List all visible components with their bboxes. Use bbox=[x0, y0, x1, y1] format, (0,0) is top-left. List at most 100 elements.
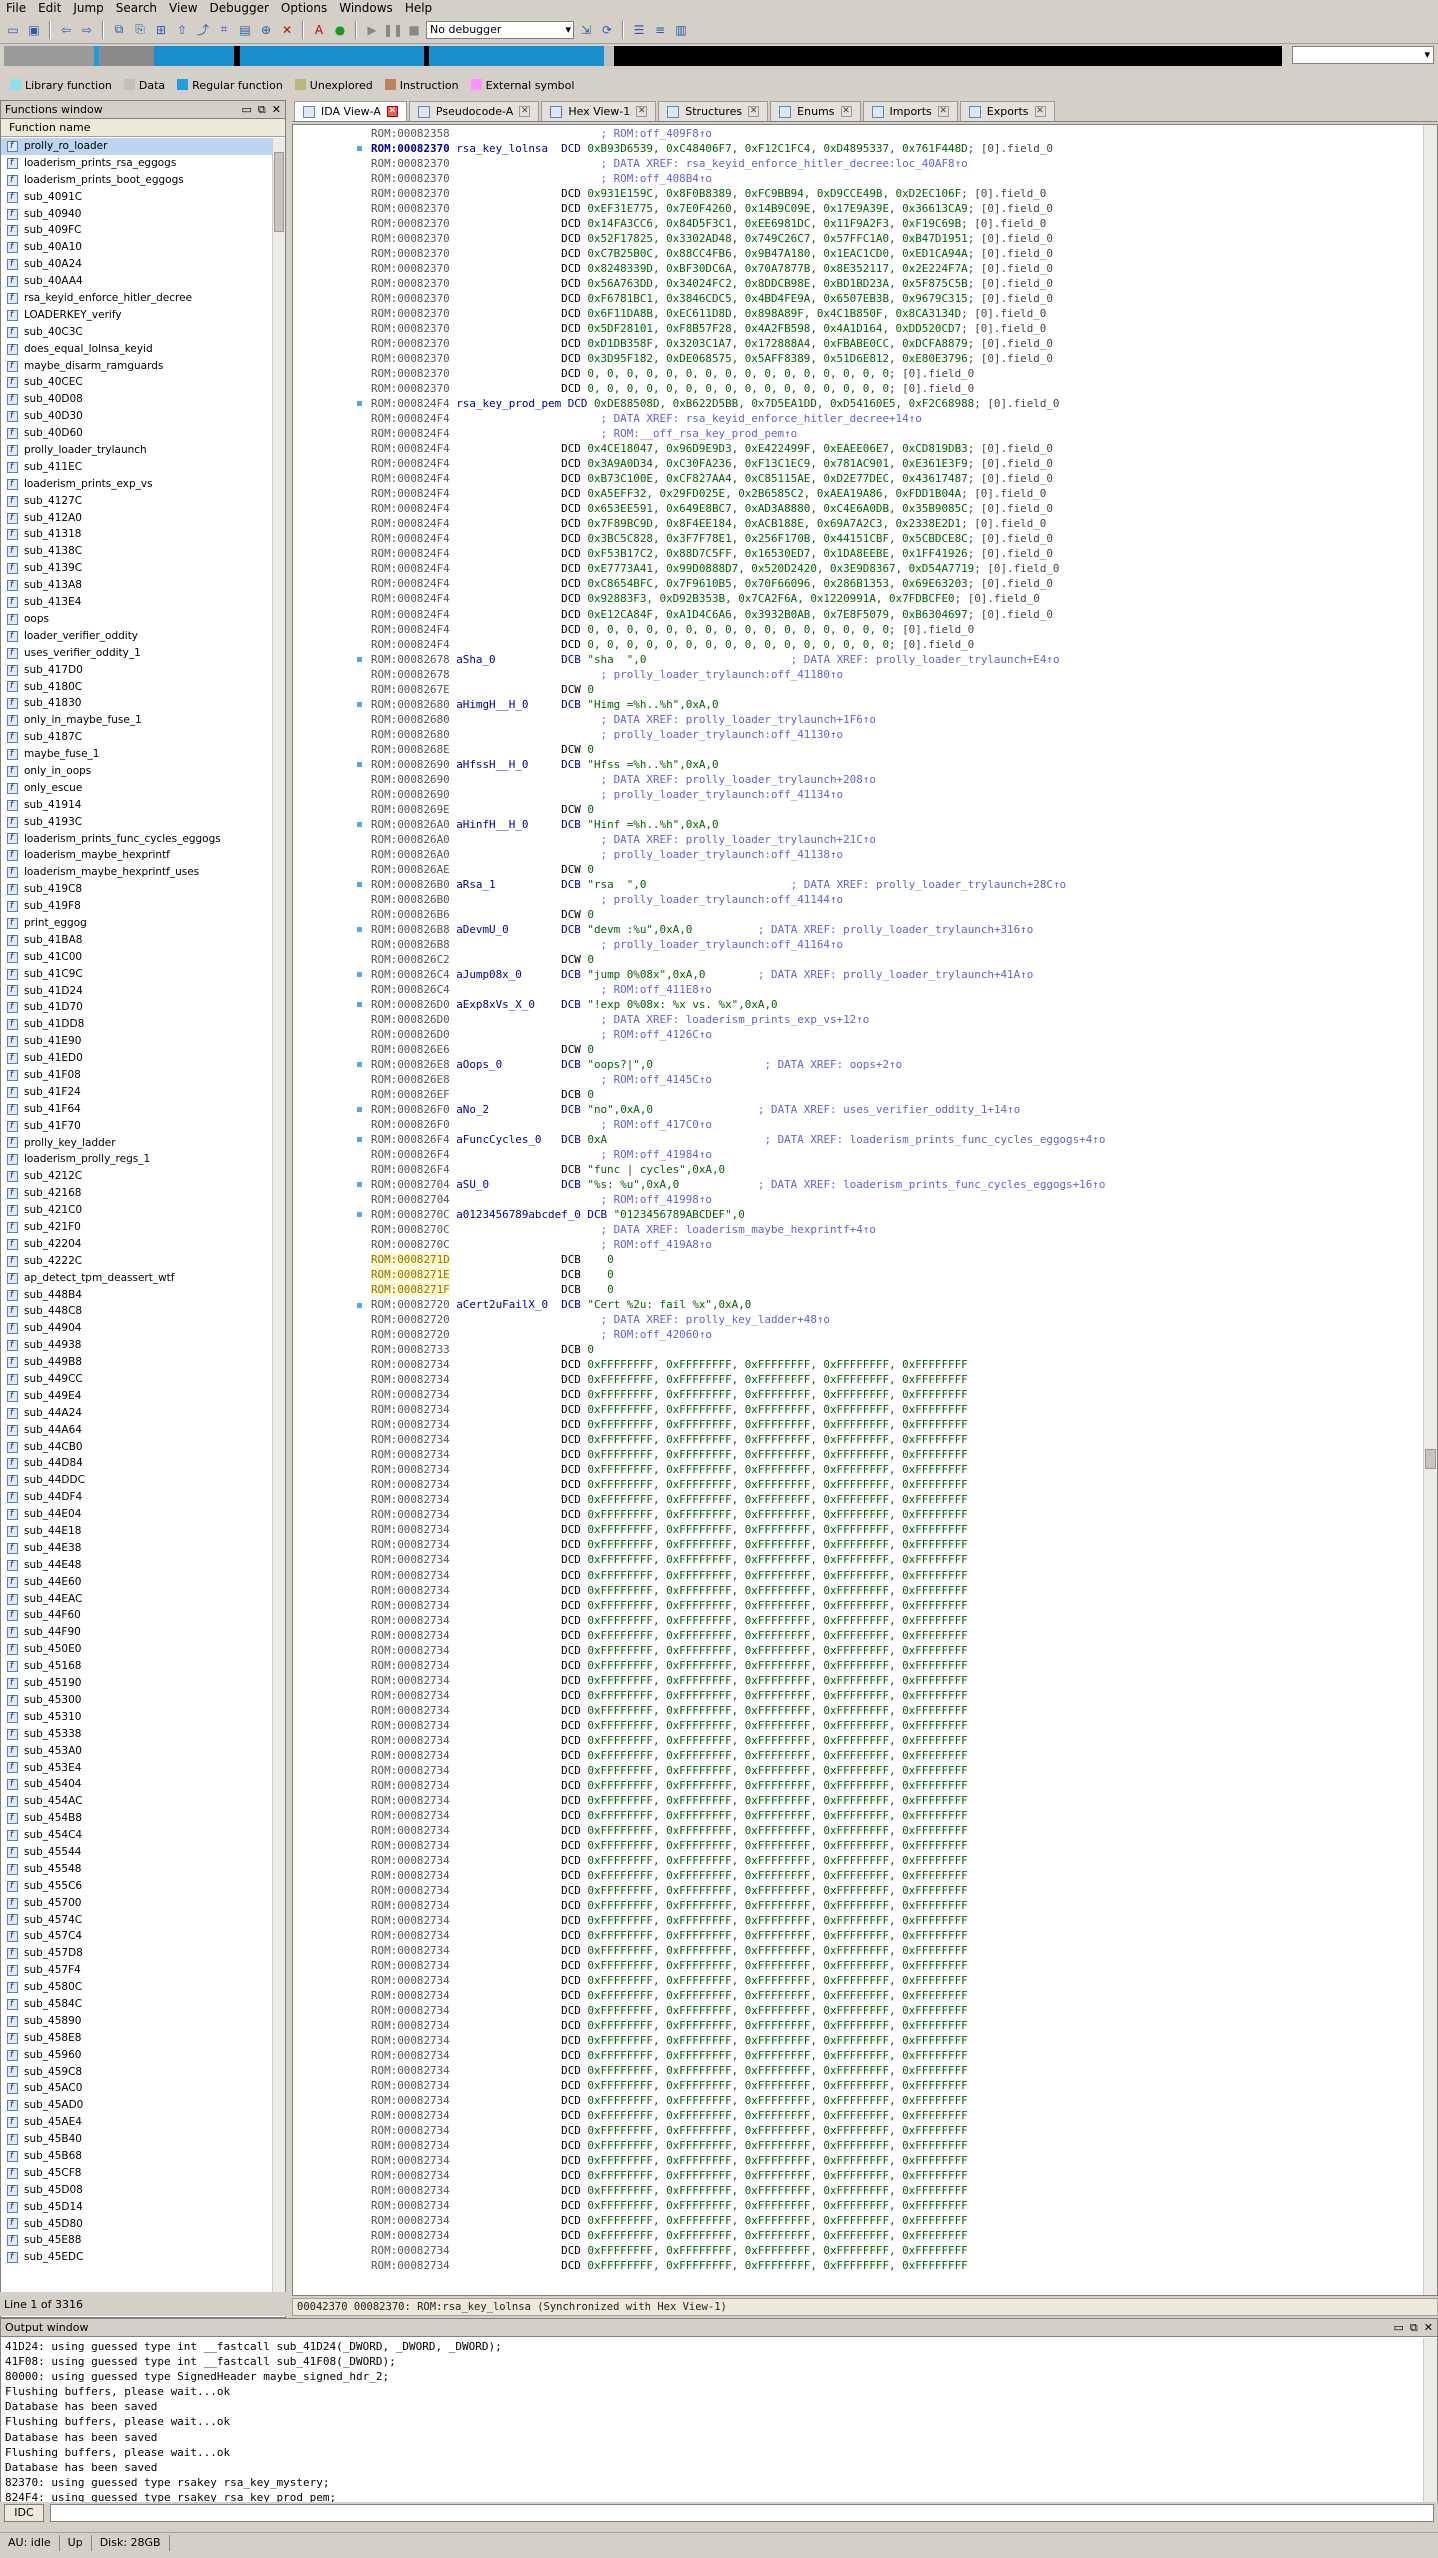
function-list-item[interactable]: loaderism_prints_func_cycles_eggogs bbox=[1, 830, 273, 848]
function-list-item[interactable]: sub_40940 bbox=[1, 206, 273, 223]
disassembly-line[interactable]: ROM:00082720 ; DATA XREF: prolly_key_lad… bbox=[371, 1312, 1421, 1327]
tab-close-icon[interactable]: ✕ bbox=[840, 106, 852, 117]
disassembly-line[interactable]: ROM:00082370 DCD 0x3D95F182, 0xDE068575,… bbox=[371, 351, 1421, 366]
disassembly-line[interactable]: ROM:00082734 DCD 0xFFFFFFFF, 0xFFFFFFFF,… bbox=[371, 2213, 1421, 2228]
back-icon[interactable]: ⇦ bbox=[60, 22, 72, 37]
disassembly-line[interactable]: ROM:00082734 DCD 0xFFFFFFFF, 0xFFFFFFFF,… bbox=[371, 2063, 1421, 2078]
function-list-item[interactable]: sub_449E4 bbox=[1, 1388, 273, 1405]
function-list-item[interactable]: rsa_keyid_enforce_hitler_decree bbox=[1, 290, 273, 307]
function-list-item[interactable]: loaderism_prints_exp_vs bbox=[1, 476, 273, 493]
disassembly-line[interactable]: ROM:0008271D DCB 0 bbox=[371, 1252, 1421, 1267]
disassembly-line[interactable]: ROM:00082734 DCD 0xFFFFFFFF, 0xFFFFFFFF,… bbox=[371, 2078, 1421, 2093]
disassembly-line[interactable]: ROM:0008270C a0123456789abcdef_0 DCB "01… bbox=[371, 1207, 1421, 1222]
function-list-item[interactable]: sub_41914 bbox=[1, 797, 273, 814]
function-list-item[interactable]: sub_44D84 bbox=[1, 1455, 273, 1472]
copy-icon[interactable]: ⧉ bbox=[114, 22, 124, 36]
function-list-item[interactable]: sub_41D70 bbox=[1, 999, 273, 1016]
disassembly-line[interactable]: ROM:00082734 DCD 0xFFFFFFFF, 0xFFFFFFFF,… bbox=[371, 1552, 1421, 1567]
function-list-item[interactable]: sub_41830 bbox=[1, 695, 273, 712]
function-list-item[interactable]: loader_verifier_oddity bbox=[1, 628, 273, 645]
disassembly-line[interactable]: ROM:00082734 DCD 0xFFFFFFFF, 0xFFFFFFFF,… bbox=[371, 2168, 1421, 2183]
function-list-item[interactable]: sub_457F4 bbox=[1, 1962, 273, 1979]
disassembly-line[interactable]: ROM:00082734 DCD 0xFFFFFFFF, 0xFFFFFFFF,… bbox=[371, 2183, 1421, 2198]
function-list-item[interactable]: loaderism_prints_rsa_eggogs bbox=[1, 155, 273, 172]
disassembly-line[interactable]: ROM:00082734 DCD 0xFFFFFFFF, 0xFFFFFFFF,… bbox=[371, 1372, 1421, 1387]
output-vertical-scrollbar[interactable] bbox=[1423, 2338, 1437, 2521]
function-list-item[interactable]: sub_44EAC bbox=[1, 1591, 273, 1608]
function-list-item[interactable]: sub_45168 bbox=[1, 1658, 273, 1675]
menu-view[interactable]: View bbox=[169, 1, 198, 15]
function-list-item[interactable]: sub_45B68 bbox=[1, 2148, 273, 2165]
play-icon[interactable]: ▶ bbox=[367, 22, 377, 37]
disassembly-line[interactable]: ROM:00082734 DCD 0xFFFFFFFF, 0xFFFFFFFF,… bbox=[371, 1868, 1421, 1883]
disassembly-line[interactable]: ROM:000826A0 ; DATA XREF: prolly_loader_… bbox=[371, 832, 1421, 847]
disassembly-line[interactable]: ROM:00082370 DCD 0x14FA3CC6, 0x84D5F3C1,… bbox=[371, 216, 1421, 231]
function-list-item[interactable]: loaderism_prints_boot_eggogs bbox=[1, 172, 273, 189]
disassembly-line[interactable]: ROM:00082370 DCD 0xD1DB358F, 0x3203C1A7,… bbox=[371, 336, 1421, 351]
binary-icon[interactable]: ⊞ bbox=[155, 22, 167, 37]
function-list-item[interactable]: sub_42204 bbox=[1, 1236, 273, 1253]
disassembly-line[interactable]: ROM:000824F4 DCD 0x7F89BC9D, 0x8F4EE184,… bbox=[371, 516, 1421, 531]
disassembly-line[interactable]: ROM:00082734 DCD 0xFFFFFFFF, 0xFFFFFFFF,… bbox=[371, 2123, 1421, 2138]
function-list-item[interactable]: sub_449B8 bbox=[1, 1354, 273, 1371]
disassembly-line[interactable]: ROM:00082678 aSha_0 DCB "sha ",0 ; DATA … bbox=[371, 652, 1421, 667]
disassembly-line[interactable]: ROM:00082720 ; ROM:off_42060↑o bbox=[371, 1327, 1421, 1342]
function-list-item[interactable]: sub_457D8 bbox=[1, 1945, 273, 1962]
disassembly-line[interactable]: ROM:00082734 DCD 0xFFFFFFFF, 0xFFFFFFFF,… bbox=[371, 1643, 1421, 1658]
function-list-item[interactable]: sub_45D14 bbox=[1, 2199, 273, 2216]
function-list-item[interactable]: sub_4580C bbox=[1, 1979, 273, 1996]
disassembly-line[interactable]: ROM:00082734 DCD 0xFFFFFFFF, 0xFFFFFFFF,… bbox=[371, 2108, 1421, 2123]
function-list-item[interactable]: sub_40D60 bbox=[1, 425, 273, 442]
disassembly-line[interactable]: ROM:00082734 DCD 0xFFFFFFFF, 0xFFFFFFFF,… bbox=[371, 1492, 1421, 1507]
function-list-item[interactable]: sub_454AC bbox=[1, 1793, 273, 1810]
function-list-item[interactable]: sub_41F70 bbox=[1, 1118, 273, 1135]
function-list-item[interactable]: sub_449CC bbox=[1, 1371, 273, 1388]
function-list-item[interactable]: sub_45B40 bbox=[1, 2131, 273, 2148]
function-list-item[interactable]: sub_41F24 bbox=[1, 1084, 273, 1101]
disassembly-line[interactable]: ROM:00082734 DCD 0xFFFFFFFF, 0xFFFFFFFF,… bbox=[371, 2138, 1421, 2153]
xref-icon[interactable]: ⤴ bbox=[196, 23, 209, 37]
disassembly-line[interactable]: ROM:000824F4 DCD 0x3A9A0D34, 0xC30FA236,… bbox=[371, 456, 1421, 471]
function-list-item[interactable]: sub_45404 bbox=[1, 1776, 273, 1793]
function-list-item[interactable]: sub_45700 bbox=[1, 1895, 273, 1912]
disassembly-line[interactable]: ROM:00082734 DCD 0xFFFFFFFF, 0xFFFFFFFF,… bbox=[371, 1402, 1421, 1417]
disassembly-line[interactable]: ROM:000824F4 ; DATA XREF: rsa_keyid_enfo… bbox=[371, 411, 1421, 426]
disassembly-line[interactable]: ROM:00082734 DCD 0xFFFFFFFF, 0xFFFFFFFF,… bbox=[371, 1958, 1421, 1973]
function-list-item[interactable]: sub_41D24 bbox=[1, 982, 273, 1000]
disassembly-line[interactable]: ROM:0008270C ; ROM:off_419A8↑o bbox=[371, 1237, 1421, 1252]
disassembly-line[interactable]: ROM:0008270C ; DATA XREF: loaderism_mayb… bbox=[371, 1222, 1421, 1237]
function-list-item[interactable]: sub_40A10 bbox=[1, 239, 273, 256]
menu-options[interactable]: Options bbox=[280, 1, 328, 15]
function-list-item[interactable]: sub_4127C bbox=[1, 493, 273, 510]
function-list-item[interactable]: sub_44DDC bbox=[1, 1472, 273, 1489]
tab-imports[interactable]: Imports✕ bbox=[862, 101, 958, 121]
function-list-item[interactable]: sub_448C8 bbox=[1, 1303, 273, 1320]
function-list-item[interactable]: does_equal_lolnsa_keyid bbox=[1, 341, 273, 358]
disassembly-line[interactable]: ROM:00082734 DCD 0xFFFFFFFF, 0xFFFFFFFF,… bbox=[371, 1462, 1421, 1477]
function-list-item[interactable]: sub_419C8 bbox=[1, 881, 273, 898]
restore-icon[interactable]: ▭ bbox=[241, 103, 252, 116]
function-list-item[interactable]: sub_411EC bbox=[1, 459, 273, 476]
function-list-item[interactable]: print_eggog bbox=[1, 915, 273, 932]
menu-file[interactable]: File bbox=[6, 1, 27, 15]
disassembly-line[interactable]: ROM:000826D0 ; ROM:off_4126C↑o bbox=[371, 1027, 1421, 1042]
close-icon[interactable]: ✕ bbox=[271, 103, 281, 116]
tab-close-icon[interactable]: ✕ bbox=[748, 106, 760, 117]
disassembly-line[interactable]: ROM:000826AE DCW 0 bbox=[371, 862, 1421, 877]
function-list-item[interactable]: sub_412A0 bbox=[1, 510, 273, 527]
disassembly-line[interactable]: ROM:00082734 DCD 0xFFFFFFFF, 0xFFFFFFFF,… bbox=[371, 1673, 1421, 1688]
disassembly-line[interactable]: ROM:00082370 DCD 0xF6781BC1, 0x3846CDC5,… bbox=[371, 291, 1421, 306]
tab-enums[interactable]: Enums✕ bbox=[770, 101, 861, 121]
restore-icon[interactable]: ▭ bbox=[1393, 2321, 1404, 2334]
disassembly-line[interactable]: ROM:000824F4 DCD 0, 0, 0, 0, 0, 0, 0, 0,… bbox=[371, 622, 1421, 637]
disassembly-line[interactable]: ROM:00082734 DCD 0xFFFFFFFF, 0xFFFFFFFF,… bbox=[371, 1628, 1421, 1643]
function-list-item[interactable]: sub_453E4 bbox=[1, 1759, 273, 1777]
function-list-item[interactable]: sub_450E0 bbox=[1, 1641, 273, 1658]
disassembly-line[interactable]: ROM:000826E6 DCW 0 bbox=[371, 1042, 1421, 1057]
function-list-item[interactable]: prolly_key_ladder bbox=[1, 1134, 273, 1152]
function-list-item[interactable]: sub_421F0 bbox=[1, 1219, 273, 1236]
disassembly-line[interactable]: ROM:00082734 DCD 0xFFFFFFFF, 0xFFFFFFFF,… bbox=[371, 1733, 1421, 1748]
function-list-item[interactable]: sub_45548 bbox=[1, 1861, 273, 1878]
function-list-item[interactable]: sub_45D80 bbox=[1, 2215, 273, 2233]
